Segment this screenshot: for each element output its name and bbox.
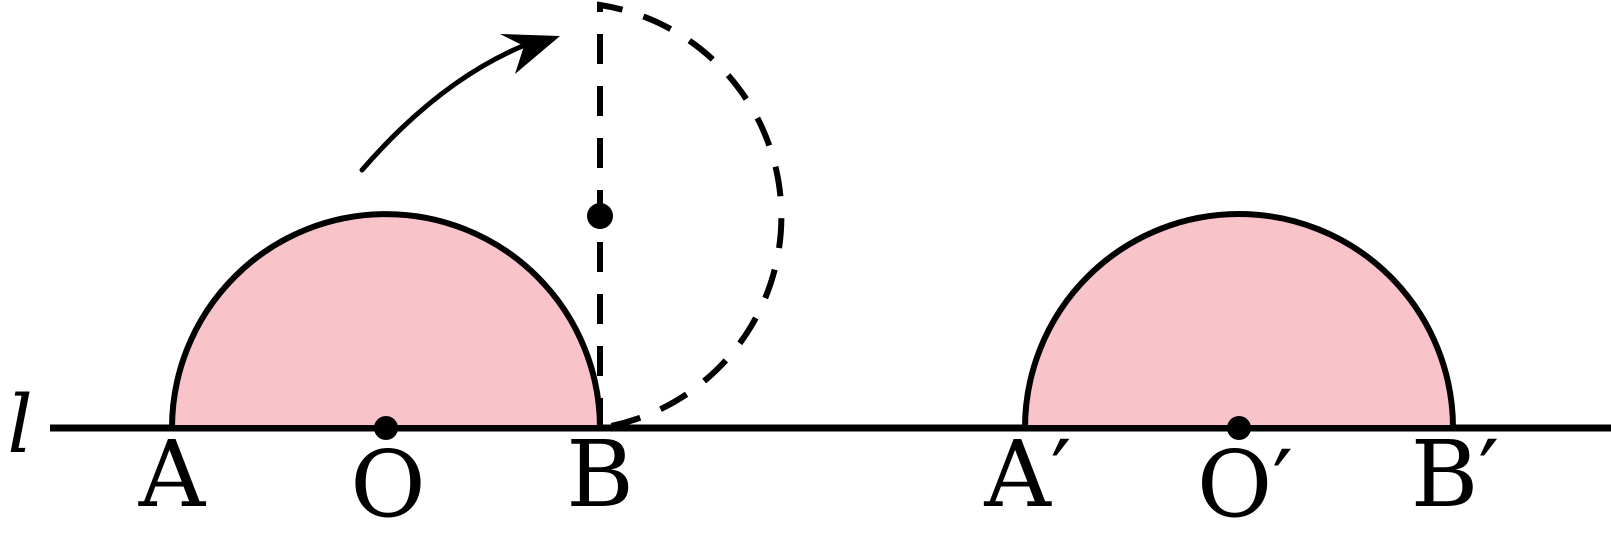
point-o-prime <box>1227 416 1251 440</box>
label-a-prime: A′ <box>983 421 1071 528</box>
label-b-prime: B′ <box>1411 421 1500 528</box>
semicircle-rotated-dashed <box>597 1 785 431</box>
label-a: A <box>138 421 207 528</box>
point-o <box>374 416 398 440</box>
point-rotated-center <box>587 203 613 229</box>
semicircle-image <box>1021 211 1457 431</box>
rotation-arrow <box>359 42 528 173</box>
label-o-prime: O′ <box>1197 431 1293 538</box>
label-b: B <box>566 421 634 528</box>
label-o: O <box>350 431 425 538</box>
semicircle-original <box>168 211 604 431</box>
arrowhead-icon <box>500 34 560 74</box>
label-line-l: l <box>7 378 33 471</box>
